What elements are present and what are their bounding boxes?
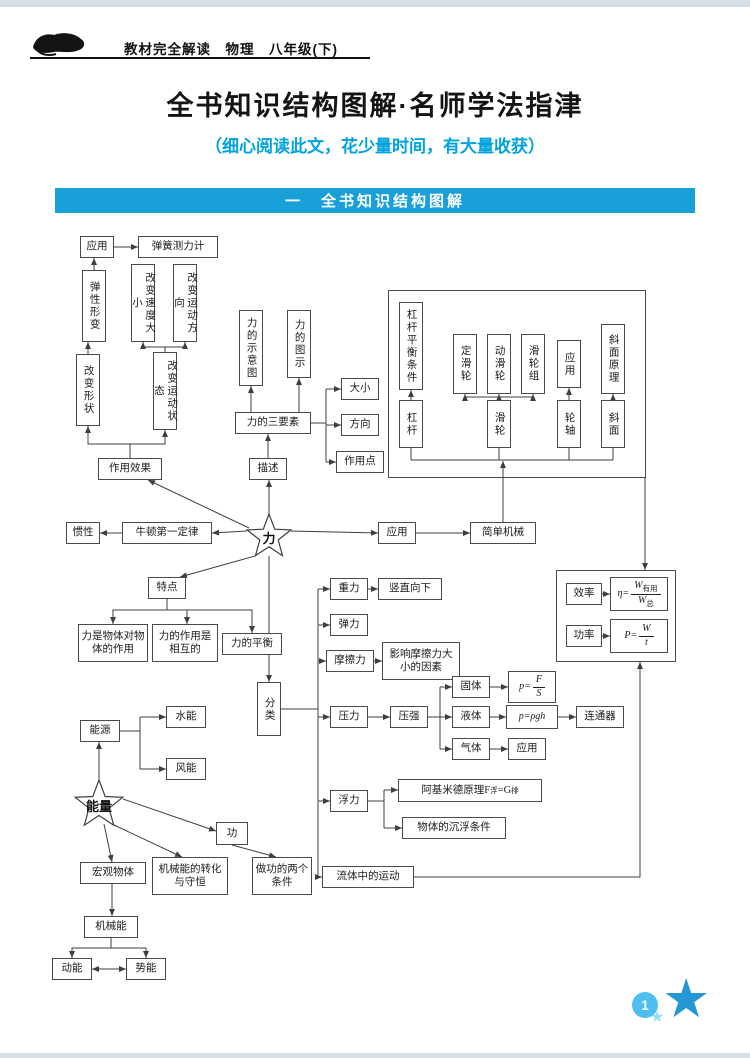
node-force-star: 力 xyxy=(262,530,276,546)
node-efficiency: 效率 xyxy=(566,583,602,605)
node-newton-first-law: 牛顿第一定律 xyxy=(122,522,212,544)
node-pressure: 压强 xyxy=(390,706,428,728)
node-power: 功率 xyxy=(566,625,602,647)
node-classification: 分类 xyxy=(257,682,281,736)
node-features: 特点 xyxy=(148,577,186,599)
node-incline-principle: 斜面原理 xyxy=(601,324,625,394)
star-icon: ★ xyxy=(662,969,711,1029)
node-gas: 气体 xyxy=(452,738,490,760)
node-mechanical-energy: 机械能 xyxy=(84,916,138,938)
node-energy-sources: 能源 xyxy=(80,720,120,742)
node-potential-energy: 势能 xyxy=(126,958,166,980)
header-brand: 教材完全解读 物理 八年级(下) xyxy=(124,42,338,57)
page-number-badge: ★ ★ 1 xyxy=(622,972,744,1056)
node-kinetic-energy: 动能 xyxy=(52,958,92,980)
node-elastic-deformation: 弹性形变 xyxy=(82,270,106,342)
node-inertia: 惯性 xyxy=(66,522,100,544)
node-buoyancy: 浮力 xyxy=(330,790,368,812)
node-force-is-action: 力是物体对物体的作用 xyxy=(78,624,148,662)
node-wheel-axle: 轮轴 xyxy=(557,400,581,448)
page-title: 全书知识结构图解·名师学法指津 xyxy=(166,91,584,121)
node-wind-energy: 风能 xyxy=(166,758,206,780)
node-straight-down: 竖直向下 xyxy=(378,578,442,600)
node-spring-dynamometer: 弹簧测力计 xyxy=(138,236,218,258)
node-incline: 斜面 xyxy=(601,400,625,448)
node-apply-machines: 应用 xyxy=(557,340,581,388)
node-gravity: 重力 xyxy=(330,578,368,600)
node-work-conditions: 做功的两个条件 xyxy=(252,857,312,895)
node-force-balance: 力的平衡 xyxy=(222,633,282,655)
node-fixed-pulley: 定滑轮 xyxy=(453,334,477,394)
node-movable-pulley: 动滑轮 xyxy=(487,334,511,394)
node-change-shape: 改变形状 xyxy=(76,354,100,426)
scan-edge-top xyxy=(0,0,750,7)
node-liquid: 液体 xyxy=(452,706,490,728)
node-action-effect: 作用效果 xyxy=(98,458,162,480)
scan-edge-bottom xyxy=(0,1053,750,1058)
node-three-elements: 力的三要素 xyxy=(235,412,311,434)
node-apply-mid: 应用 xyxy=(378,522,416,544)
node-change-direction: 改变运动方向 xyxy=(173,264,197,342)
node-direction: 方向 xyxy=(341,414,379,436)
node-lever-balance: 杠杆平衡条件 xyxy=(399,302,423,390)
page-number: 1 xyxy=(632,992,658,1018)
node-lever: 杠杆 xyxy=(399,400,423,448)
node-float-sink: 物体的沉浮条件 xyxy=(402,817,506,839)
node-energy-star: 能量 xyxy=(85,798,112,814)
node-apply-gas: 应用 xyxy=(508,738,546,760)
node-describe: 描述 xyxy=(249,458,287,480)
node-elastic-force: 弹力 xyxy=(330,614,368,636)
node-water-energy: 水能 xyxy=(166,706,206,728)
header-rule xyxy=(30,57,370,59)
node-machines-group xyxy=(388,290,646,478)
node-pulley-block: 滑轮组 xyxy=(521,334,545,394)
node-friction-factors: 影响摩擦力大小的因素 xyxy=(382,642,460,680)
node-mech-energy-transform: 机械能的转化与守恒 xyxy=(152,857,228,895)
node-magnitude: 大小 xyxy=(341,378,379,400)
node-liquid-formula: p=ρgh xyxy=(506,705,558,729)
node-solid: 固体 xyxy=(452,676,490,698)
node-communicating-vessel: 连通器 xyxy=(576,706,624,728)
node-formula-group xyxy=(556,570,676,662)
node-pulley: 滑轮 xyxy=(487,400,511,448)
node-friction: 摩擦力 xyxy=(326,650,374,672)
node-force-diagram: 力的图示 xyxy=(287,310,311,378)
publisher-logo-icon xyxy=(30,30,88,62)
page-subtitle: （细心阅读此文，花少量时间，有大量收获） xyxy=(205,137,545,156)
node-action-point: 作用点 xyxy=(336,451,384,473)
node-change-motion-state: 改变运动状态 xyxy=(153,352,177,430)
node-change-speed: 改变速度大小 xyxy=(131,264,155,342)
node-force-sketch: 力的示意图 xyxy=(239,310,263,386)
node-apply-spring: 应用 xyxy=(80,236,114,258)
node-fluid-motion: 流体中的运动 xyxy=(322,866,414,888)
node-macro-objects: 宏观物体 xyxy=(80,862,146,884)
node-simple-machines: 简单机械 xyxy=(470,522,536,544)
section-banner: 一 全书知识结构图解 xyxy=(55,188,695,213)
node-pressure-force: 压力 xyxy=(330,706,368,728)
node-work: 功 xyxy=(216,822,248,845)
node-force-mutual: 力的作用是相互的 xyxy=(152,624,218,662)
